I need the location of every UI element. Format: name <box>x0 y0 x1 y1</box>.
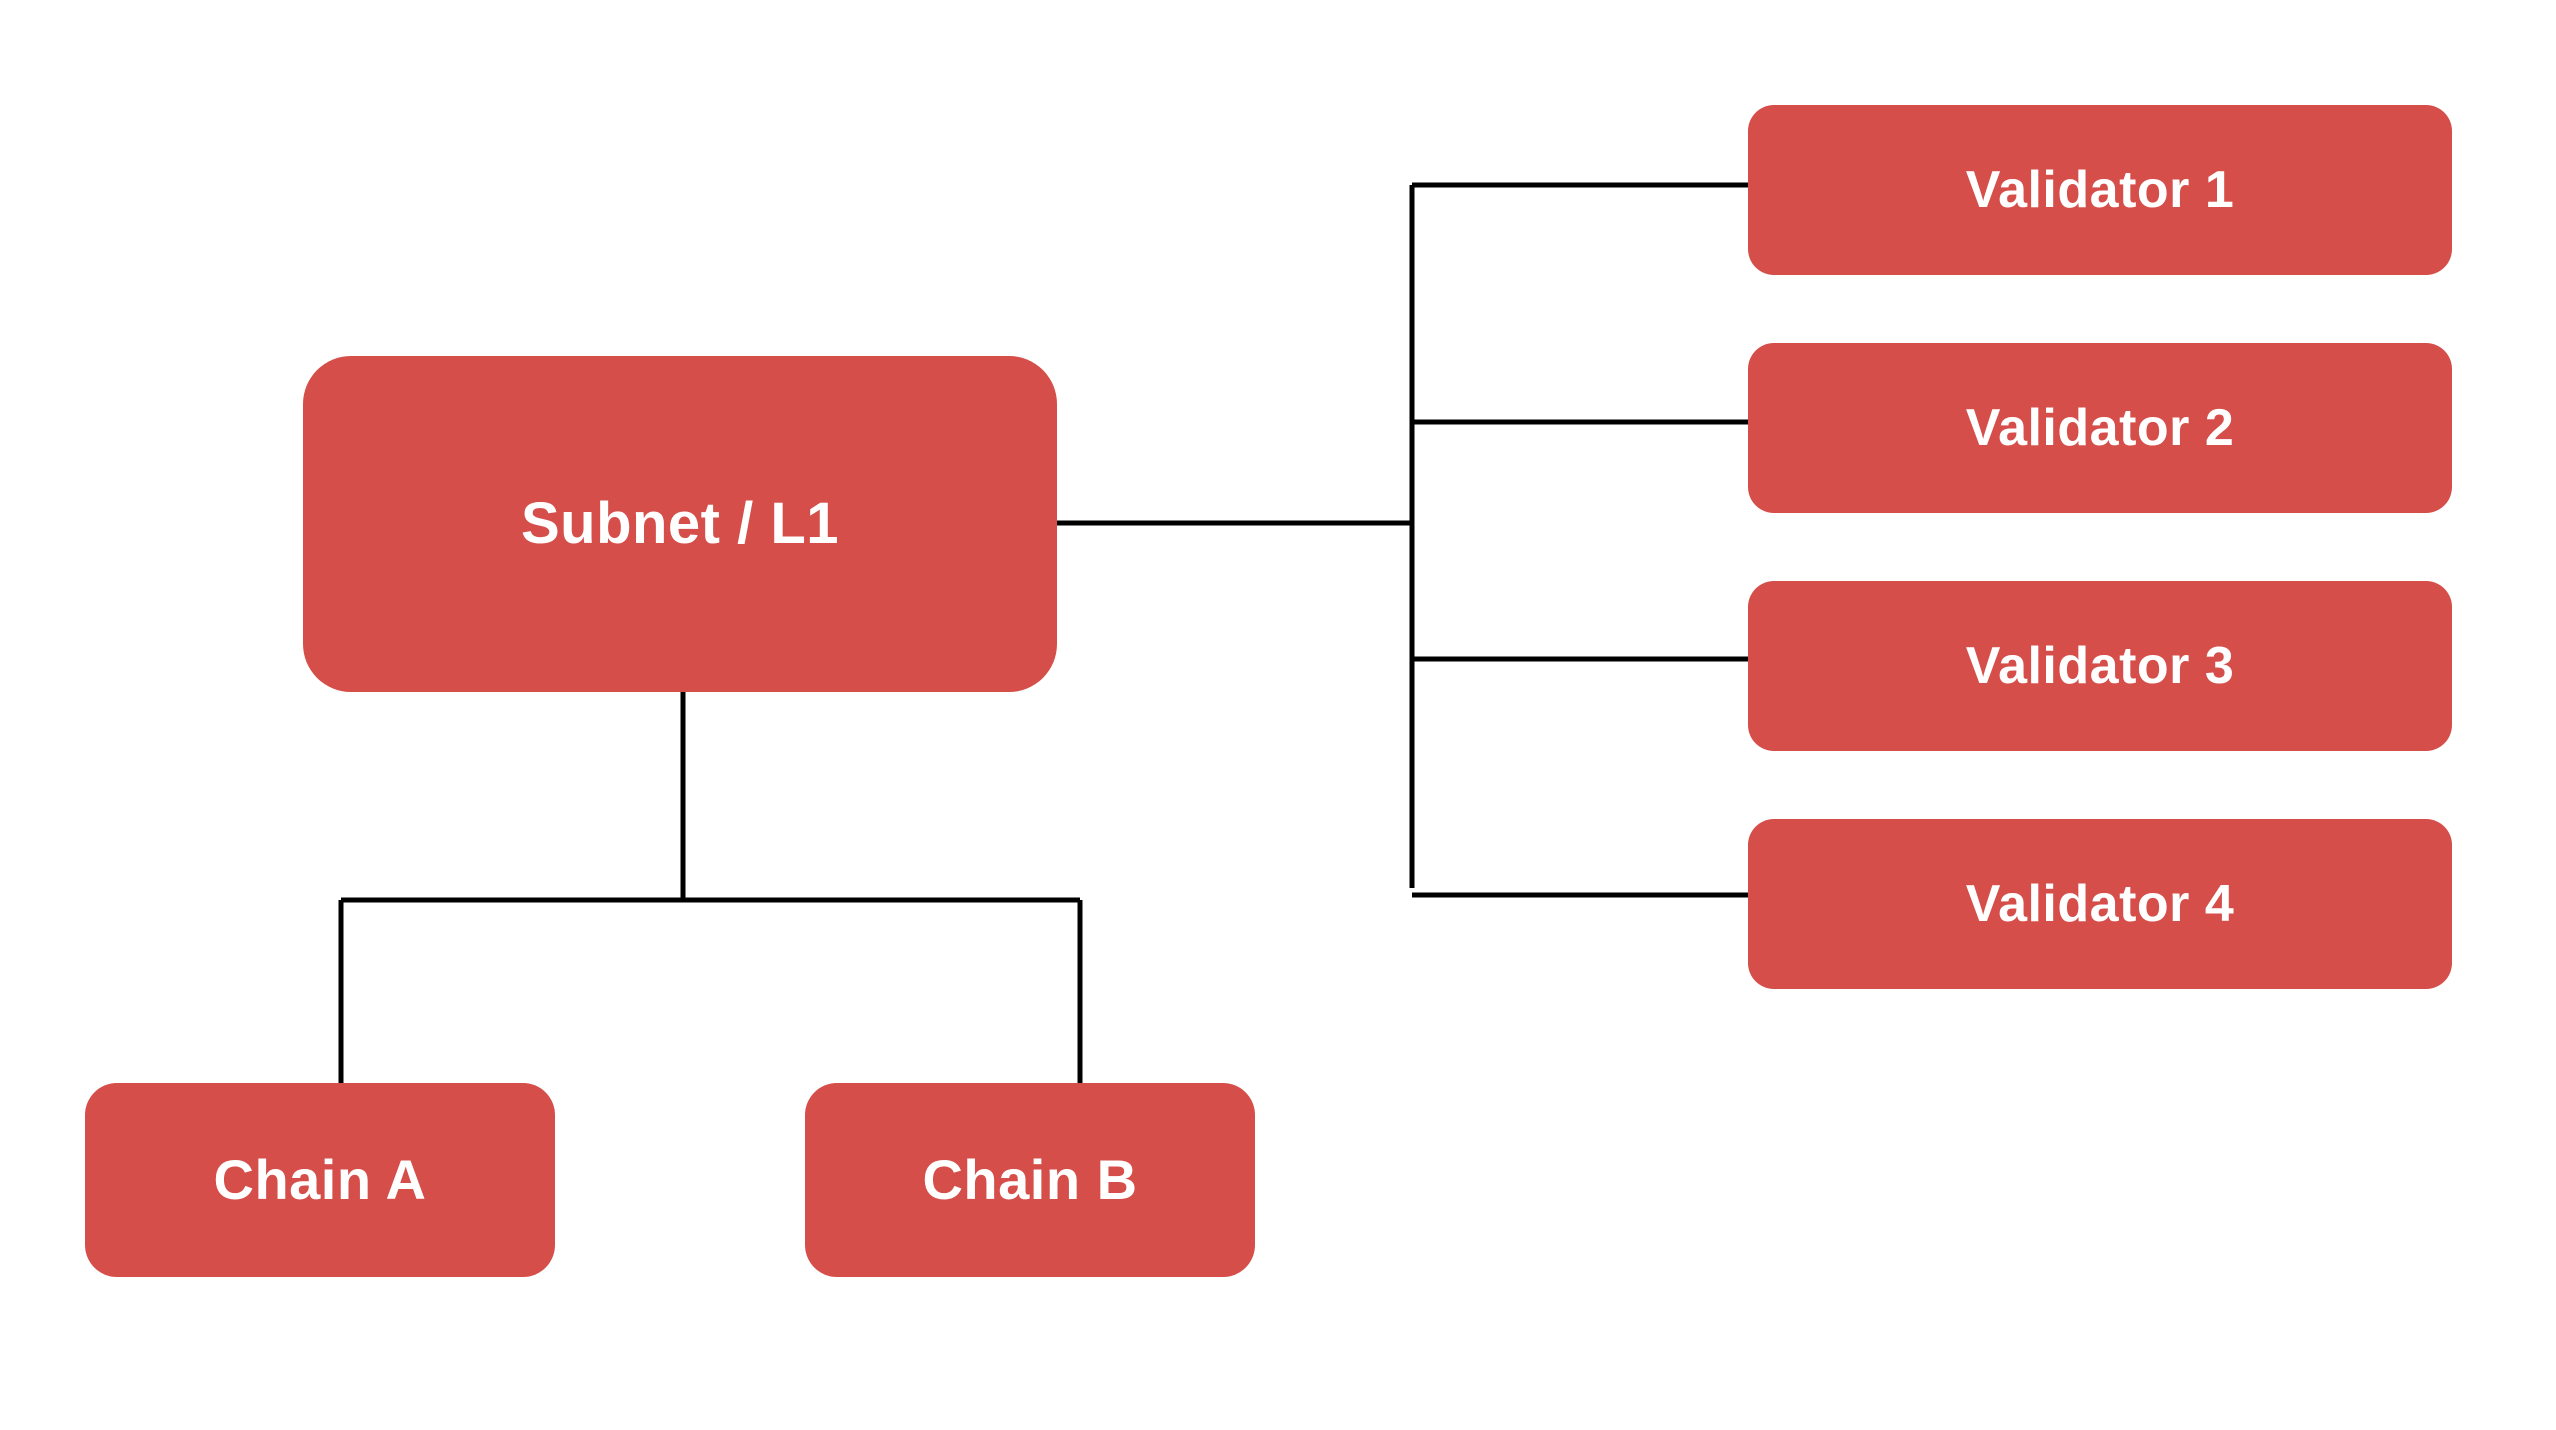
node-validator-1[interactable]: Validator 1 <box>1748 105 2452 275</box>
node-subnet-l1-label: Subnet / L1 <box>520 491 840 556</box>
node-validator-3-label: Validator 3 <box>1965 637 2235 695</box>
node-validator-2[interactable]: Validator 2 <box>1748 343 2452 513</box>
node-validator-2-label: Validator 2 <box>1965 399 2235 457</box>
node-validator-3[interactable]: Validator 3 <box>1748 581 2452 751</box>
node-validator-4[interactable]: Validator 4 <box>1748 819 2452 989</box>
node-subnet-l1[interactable]: Subnet / L1 <box>303 356 1057 692</box>
node-chain-b[interactable]: Chain B <box>805 1083 1255 1277</box>
node-chain-b-label: Chain B <box>922 1148 1138 1211</box>
node-validator-1-label: Validator 1 <box>1965 161 2235 219</box>
node-chain-a[interactable]: Chain A <box>85 1083 555 1277</box>
node-chain-a-label: Chain A <box>213 1148 427 1211</box>
node-validator-4-label: Validator 4 <box>1965 875 2235 933</box>
